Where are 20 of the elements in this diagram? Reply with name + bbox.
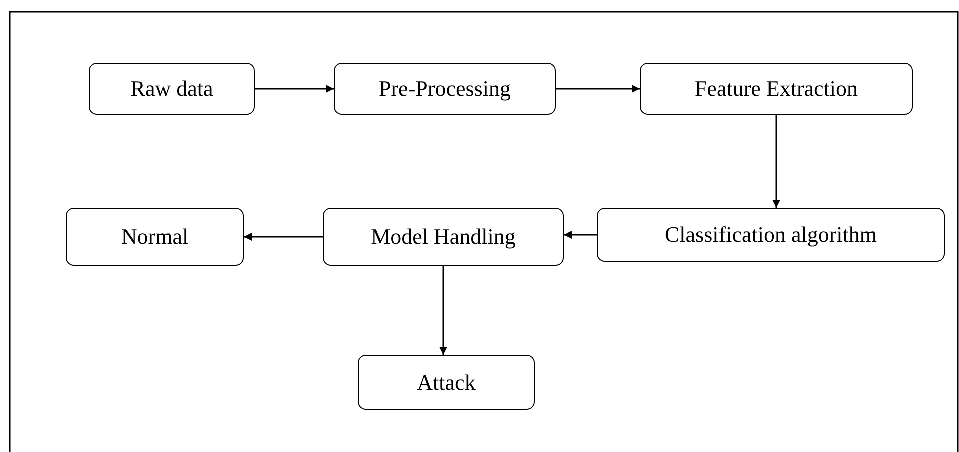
process-box [597,208,945,262]
box-label: Normal [121,224,189,250]
process-box [66,208,244,266]
process-box [640,63,913,115]
box-label: Model Handling [371,224,516,250]
arrow [255,85,334,93]
box-label: Attack [417,370,476,396]
box-label: Pre-Processing [379,76,511,102]
arrow [244,233,323,241]
arrow [440,266,448,355]
arrow [556,85,640,93]
box-label: Feature Extraction [694,76,858,102]
box-label: Raw data [130,76,214,102]
process-box [334,63,556,115]
box-label: Classification algorithm [664,222,878,248]
arrow [772,115,780,208]
arrow [564,231,597,239]
process-box [358,355,535,410]
process-box [89,63,255,115]
process-box [323,208,564,266]
